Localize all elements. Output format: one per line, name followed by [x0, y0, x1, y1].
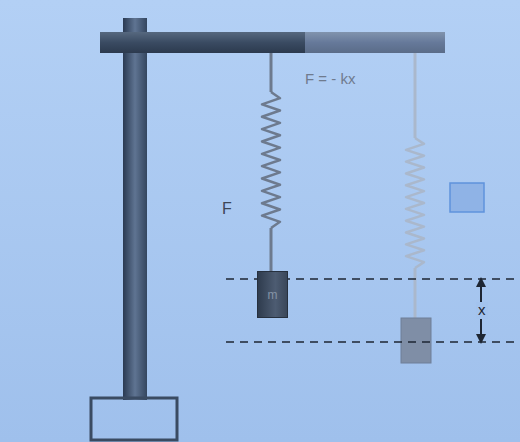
stand-pole: [123, 18, 147, 400]
spring-rod: [414, 268, 417, 320]
spring-rod: [414, 53, 417, 138]
top-bar: [100, 32, 305, 53]
top-bar: [305, 32, 445, 53]
spring: [406, 138, 424, 268]
mass-block: [401, 318, 431, 363]
formula-label: F = - kx: [305, 71, 355, 88]
stand-base: [91, 398, 177, 440]
spring-coil: [406, 138, 424, 268]
indicator-box: [450, 183, 484, 212]
spring-rod: [270, 228, 273, 272]
force-label: F: [222, 200, 232, 218]
guide-line: [226, 341, 520, 343]
dimension-label: x: [476, 302, 488, 319]
spring: [262, 92, 280, 228]
mass-label: m: [266, 287, 280, 303]
mass-block: m: [257, 271, 288, 318]
spring-rod: [270, 53, 273, 92]
spring-coil: [262, 92, 280, 228]
